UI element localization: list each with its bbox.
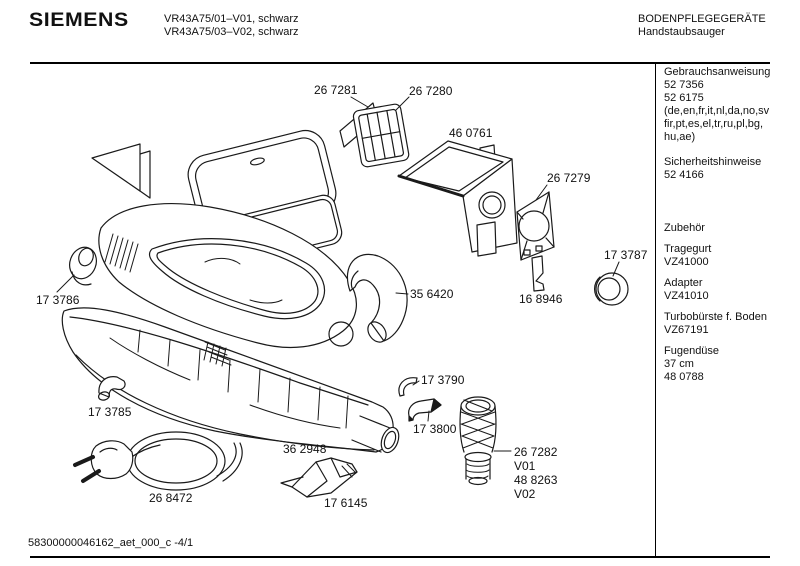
text-line: 52 4166 bbox=[664, 169, 704, 181]
part-label-elbow: 17 3785 bbox=[88, 405, 132, 419]
part-label-housing: 36 2948 bbox=[283, 442, 327, 456]
part-dust-bag bbox=[397, 140, 518, 257]
part-clip bbox=[398, 377, 418, 397]
text-line: 48 0788 bbox=[664, 371, 704, 383]
product-category: BODENPFLEGEGERÄTE bbox=[638, 13, 766, 25]
part-upper-housing bbox=[98, 203, 357, 349]
text-line: Fugendüse bbox=[664, 345, 720, 357]
text-line: Sicherheitshinweise bbox=[664, 156, 762, 168]
part-filter-grid bbox=[352, 103, 410, 168]
sidebar-divider bbox=[655, 62, 656, 556]
part-label-power-cord: 26 8472 bbox=[149, 491, 193, 505]
document-number: 58300000046162_aet_000_c bbox=[28, 537, 172, 549]
part-label-filter-sheet: 26 7281 bbox=[314, 83, 358, 97]
text-line: 37 cm bbox=[664, 358, 694, 370]
part-elbow bbox=[97, 376, 126, 401]
leader-lines bbox=[56, 96, 620, 452]
text-line: Turbobürste f. Boden bbox=[664, 311, 767, 323]
safety-section: Sicherheitshinweise 52 4166 bbox=[664, 156, 779, 182]
turbo-brush-item: Turbobürste f. Boden VZ67191 bbox=[664, 311, 779, 337]
part-label-filter-grid: 26 7280 bbox=[409, 84, 453, 98]
part-nozzle bbox=[280, 457, 358, 498]
part-label-strip: 16 8946 bbox=[519, 292, 563, 306]
manual-section: Gebrauchsanweisung 52 7356 52 6175 (de,e… bbox=[664, 66, 779, 144]
page-number: -4/1 bbox=[174, 537, 194, 549]
document-footer: 58300000046162_aet_000_c -4/1 bbox=[28, 537, 193, 549]
accessories-heading: Zubehör bbox=[664, 222, 779, 235]
text-line: Zubehör bbox=[664, 222, 705, 234]
part-bag-holder bbox=[516, 191, 555, 261]
text-line: hu,ae) bbox=[664, 131, 696, 143]
part-label-bag-holder: 26 7279 bbox=[547, 171, 591, 185]
accessories-panel: Gebrauchsanweisung 52 7356 52 6175 (de,e… bbox=[664, 66, 779, 384]
footer-divider bbox=[30, 556, 770, 558]
part-corner-sheets bbox=[91, 143, 151, 199]
product-type: Handstaubsauger bbox=[638, 26, 725, 38]
part-bracket bbox=[408, 398, 442, 422]
part-label-cap: 17 3786 bbox=[36, 293, 80, 307]
part-label-bellows-v01: V01 bbox=[514, 459, 536, 473]
model-variant-1: VR43A75/01–V01, schwarz bbox=[164, 13, 299, 25]
part-label-dust-bag: 46 0761 bbox=[449, 126, 493, 140]
part-label-ring: 17 3787 bbox=[604, 248, 648, 262]
text-line: fir,pt,es,el,tr,ru,pl,bg, bbox=[664, 118, 764, 130]
adapter-item: Adapter VZ41010 bbox=[664, 277, 779, 303]
text-line: VZ67191 bbox=[664, 324, 709, 336]
part-label-clip: 17 3790 bbox=[421, 373, 465, 387]
part-cap bbox=[69, 246, 97, 286]
text-line: Tragegurt bbox=[664, 243, 712, 255]
part-label-nozzle: 17 6145 bbox=[324, 496, 368, 510]
text-line: VZ41000 bbox=[664, 256, 709, 268]
part-label-bracket: 17 3800 bbox=[413, 422, 457, 436]
text-line: 52 7356 bbox=[664, 79, 704, 91]
brand-logo: SIEMENS bbox=[29, 10, 129, 31]
part-label-bellows-number: 26 7282 bbox=[514, 445, 558, 459]
text-line: (de,en,fr,it,nl,da,no,sv bbox=[664, 105, 770, 117]
part-power-cord bbox=[73, 431, 243, 491]
text-line: Gebrauchsanweisung bbox=[664, 66, 771, 78]
part-label-hose: 35 6420 bbox=[410, 287, 454, 301]
part-hose bbox=[346, 253, 408, 343]
product-info: BODENPFLEGEGERÄTE Handstaubsauger bbox=[638, 13, 766, 39]
part-ring bbox=[594, 272, 629, 306]
text-line: VZ41010 bbox=[664, 290, 709, 302]
text-line: 52 6175 bbox=[664, 92, 704, 104]
model-numbers: VR43A75/01–V01, schwarz VR43A75/03–V02, … bbox=[164, 13, 299, 39]
part-label-bellows-v02: V02 bbox=[514, 487, 536, 501]
crevice-nozzle-item: Fugendüse 37 cm 48 0788 bbox=[664, 345, 779, 384]
part-label-bellows-alt-number: 48 8263 bbox=[514, 473, 558, 487]
carry-strap-item: Tragegurt VZ41000 bbox=[664, 243, 779, 269]
part-lower-housing bbox=[61, 307, 400, 454]
part-bellows-hose bbox=[459, 396, 497, 486]
model-variant-2: VR43A75/03–V02, schwarz bbox=[164, 26, 299, 38]
header-divider bbox=[30, 62, 770, 64]
part-strip bbox=[531, 255, 545, 292]
text-line: Adapter bbox=[664, 277, 703, 289]
